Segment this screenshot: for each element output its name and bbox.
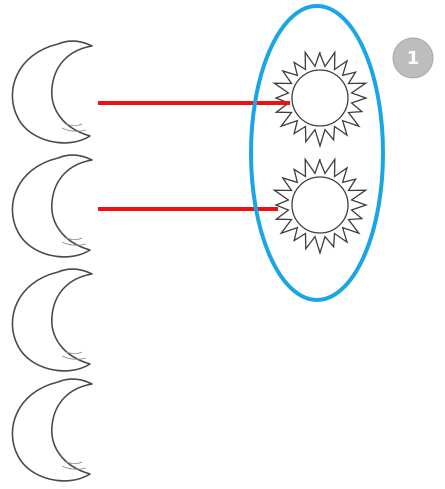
badge-label: 1 — [407, 48, 420, 69]
sun-icon — [274, 159, 366, 253]
crescent-moon-icon — [12, 41, 92, 143]
crescent-moon-icon — [12, 379, 92, 481]
sun-icon — [274, 52, 366, 146]
group-ellipse — [251, 6, 383, 300]
sun-column — [274, 52, 366, 253]
number-badge: 1 — [393, 38, 433, 78]
crescent-moon-icon — [12, 269, 92, 371]
moon-column — [12, 41, 92, 481]
crescent-moon-icon — [12, 155, 92, 257]
match-lines — [98, 103, 290, 209]
